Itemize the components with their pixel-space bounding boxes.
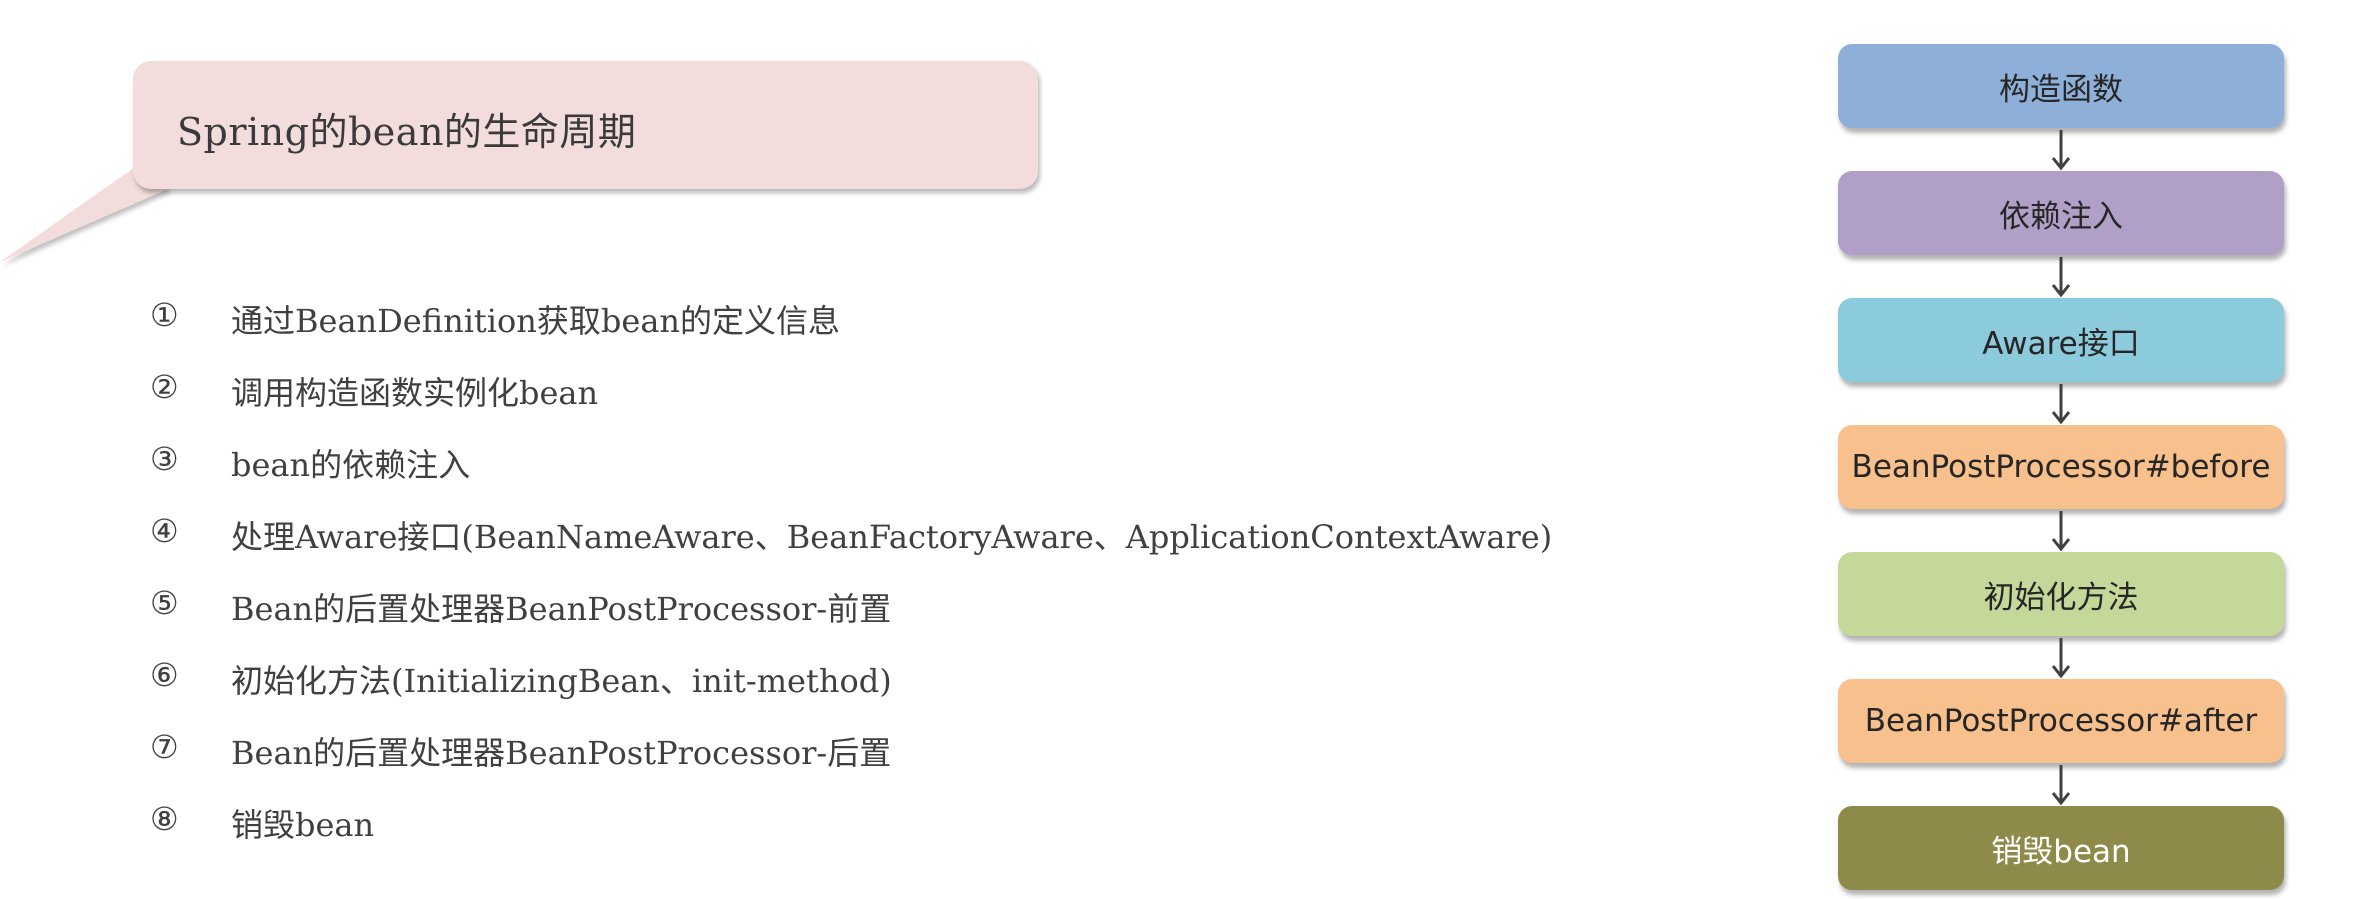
title-callout: Spring的bean的生命周期 xyxy=(0,0,1060,280)
down-arrow-icon xyxy=(2051,384,2071,425)
down-arrow-icon xyxy=(2051,257,2071,298)
callout-box: Spring的bean的生命周期 xyxy=(133,61,1038,189)
flow-node-label: 销毁bean xyxy=(1991,833,2131,870)
callout-tail xyxy=(0,165,170,262)
flow-node-label: 构造函数 xyxy=(1999,71,2123,108)
step-number: ⑤ xyxy=(150,584,179,622)
step-number: ④ xyxy=(150,512,179,550)
step-text: bean的依赖注入 xyxy=(231,446,471,484)
down-arrow-icon xyxy=(2051,130,2071,171)
step-text: Bean的后置处理器BeanPostProcessor-前置 xyxy=(231,590,892,628)
down-arrow-icon xyxy=(2051,765,2071,806)
page-title: Spring的bean的生命周期 xyxy=(177,110,637,154)
step-number: ⑦ xyxy=(150,728,179,766)
list-item: ⑤ Bean的后置处理器BeanPostProcessor-前置 xyxy=(150,584,1552,656)
flow-node-constructor: 构造函数 xyxy=(1838,44,2284,128)
step-text: 初始化方法(InitializingBean、init-method) xyxy=(231,662,892,700)
flow-node-label: Aware接口 xyxy=(1982,325,2140,362)
lifecycle-step-list: ① 通过BeanDefinition获取bean的定义信息 ② 调用构造函数实例… xyxy=(150,296,1552,872)
list-item: ① 通过BeanDefinition获取bean的定义信息 xyxy=(150,296,1552,368)
flow-node-aware: Aware接口 xyxy=(1838,298,2284,382)
flow-node-postprocessor-before: BeanPostProcessor#before xyxy=(1838,425,2284,509)
step-number: ③ xyxy=(150,440,179,478)
step-number: ⑧ xyxy=(150,800,179,838)
step-text: 处理Aware接口(BeanNameAware、BeanFactoryAware… xyxy=(231,518,1553,556)
flow-node-postprocessor-after: BeanPostProcessor#after xyxy=(1838,679,2284,763)
step-number: ② xyxy=(150,368,179,406)
list-item: ④ 处理Aware接口(BeanNameAware、BeanFactoryAwa… xyxy=(150,512,1552,584)
list-item: ⑥ 初始化方法(InitializingBean、init-method) xyxy=(150,656,1552,728)
flow-node-label: BeanPostProcessor#after xyxy=(1864,703,2258,739)
down-arrow-icon xyxy=(2051,511,2071,552)
list-item: ③ bean的依赖注入 xyxy=(150,440,1552,512)
step-text: 销毁bean xyxy=(231,806,375,844)
step-text: 调用构造函数实例化bean xyxy=(231,374,599,412)
down-arrow-icon xyxy=(2051,638,2071,679)
step-text: Bean的后置处理器BeanPostProcessor-后置 xyxy=(231,734,892,772)
step-number: ① xyxy=(150,296,179,334)
list-item: ⑧ 销毁bean xyxy=(150,800,1552,872)
step-text: 通过BeanDefinition获取bean的定义信息 xyxy=(231,302,841,340)
flow-node-dependency-injection: 依赖注入 xyxy=(1838,171,2284,255)
flow-node-destroy: 销毁bean xyxy=(1838,806,2284,890)
flow-node-label: 依赖注入 xyxy=(1999,198,2123,235)
list-item: ② 调用构造函数实例化bean xyxy=(150,368,1552,440)
flow-node-init-method: 初始化方法 xyxy=(1838,552,2284,636)
flow-node-label: 初始化方法 xyxy=(1983,579,2139,616)
flow-node-label: BeanPostProcessor#before xyxy=(1851,449,2271,485)
list-item: ⑦ Bean的后置处理器BeanPostProcessor-后置 xyxy=(150,728,1552,800)
step-number: ⑥ xyxy=(150,656,179,694)
